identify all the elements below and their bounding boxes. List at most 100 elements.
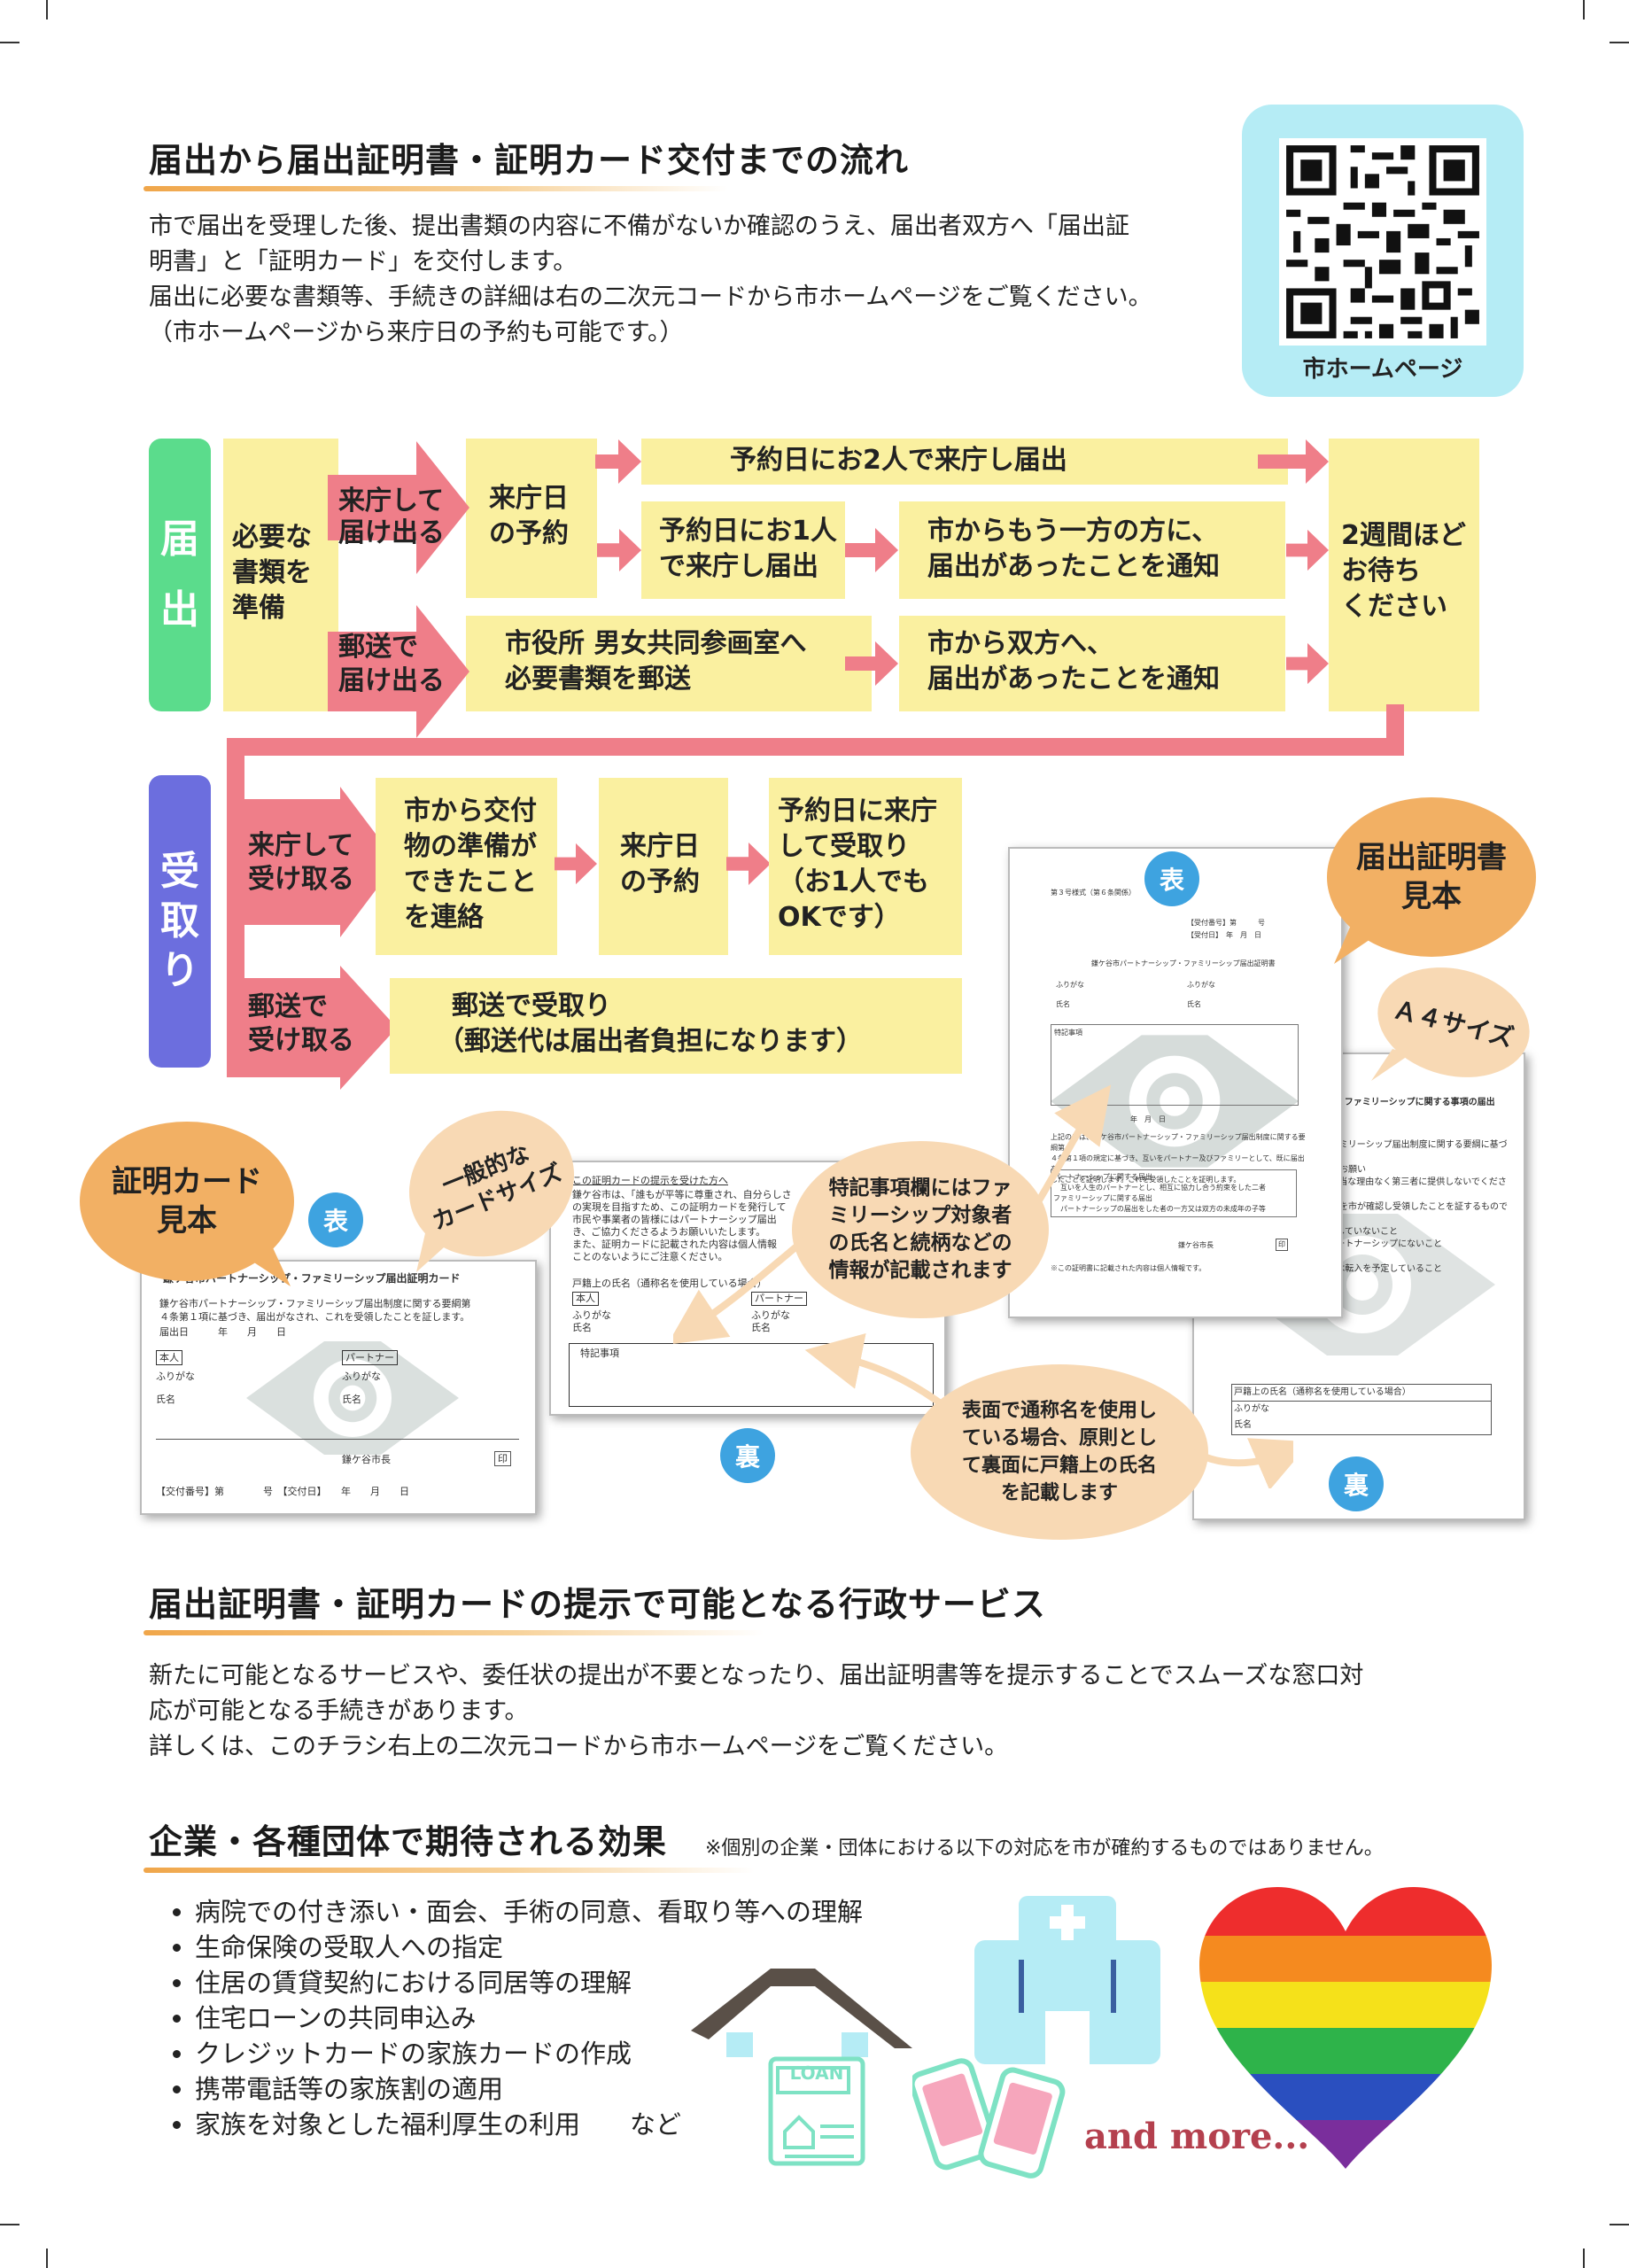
section1-description: 市で届出を受理した後、提出書類の内容に不備がないか確認のうえ、届出者双方へ「届出…: [149, 209, 1230, 351]
flow1-side-label: 届 出: [149, 439, 211, 711]
alias-name-bubble: 表面で通称名を使用し ている場合、原則とし て裏面に戸籍上の氏名 を記載します: [911, 1364, 1208, 1540]
box-line: 受け取る: [248, 864, 354, 895]
doc-text: ファミリーシップに関する届出: [1053, 1194, 1152, 1202]
doc-text: 鎌ケ谷市パートナーシップ・ファミリーシップ届出制度に関する要綱第: [159, 1298, 471, 1309]
doc-box: 特記事項: [569, 1343, 934, 1407]
box-line: 受け取る: [248, 1025, 354, 1056]
hospital-icon: [974, 1896, 1160, 2064]
box-line: 物の準備が: [404, 831, 537, 862]
doc-text: パートナー: [751, 1292, 807, 1306]
box-line: 届出があったことを通知: [927, 664, 1220, 695]
doc-text: の実現を目指すため、この証明カードを発行して: [572, 1201, 787, 1213]
arrow-icon: [1286, 529, 1329, 571]
qr-code-area[interactable]: [1279, 138, 1486, 346]
box-line: お待ち: [1341, 555, 1421, 586]
doc-text: この証明カードの提示を受けた方へ: [572, 1175, 728, 1186]
box-line: 郵送で: [248, 991, 328, 1022]
qr-code-icon: [1279, 138, 1486, 346]
doc-text: 特記事項: [580, 1348, 619, 1359]
box-line: 来庁して: [248, 830, 354, 861]
back-badge: 裏: [1329, 1456, 1384, 1511]
bubble-line: 情報が記載されます: [828, 1259, 1012, 1282]
list-item: 生命保険の受取人への指定: [195, 1930, 921, 1965]
box-line: 必要書類を郵送: [505, 664, 691, 695]
arrow-icon: [1286, 642, 1329, 685]
box-line: 予約日に来庁: [778, 796, 937, 827]
doc-text: 氏名: [342, 1394, 361, 1405]
side-char: 受: [160, 849, 199, 894]
flow1-mail-to-box: 市役所 男女共同参画室へ 必要書類を郵送: [466, 616, 872, 711]
box-line: 郵送で受取り: [452, 990, 611, 1021]
list-item: 住居の賃貸契約における同居等の理解: [195, 1965, 921, 2000]
box-line: 届け出る: [338, 665, 445, 696]
bubble-line: ている場合、原則とし: [961, 1427, 1157, 1449]
rainbow-heart-icon: [1199, 1887, 1492, 2169]
bubble-line: 見本: [1401, 879, 1462, 914]
flow2-mail-label: 郵送で 受け取る: [248, 990, 354, 1058]
loan-label: LOAN: [789, 2062, 844, 2084]
flow1-reserve-box: 来庁日 の予約: [466, 439, 597, 598]
qr-panel[interactable]: 市ホームページ: [1242, 105, 1524, 397]
doc-text: ふりがな: [751, 1309, 790, 1321]
doc-box: パートナーシップに関する届出 互いを人生のパートナーとし、相互に協力し合う約束を…: [1051, 1169, 1297, 1217]
section3-underline: [144, 1868, 755, 1873]
etc-label: など: [630, 2109, 682, 2140]
box-line: で来庁し届出: [659, 551, 818, 582]
section1-line: 届出に必要な書類等、手続きの詳細は右の二次元コードから市ホームページをご覧くださ…: [149, 284, 1152, 311]
doc-text: 鎌ケ谷市は、「誰もが平等に尊重され、自分らしさ: [572, 1189, 792, 1200]
side-char: 出: [160, 587, 199, 633]
front-badge: 表: [308, 1192, 363, 1247]
section3-note: ※個別の企業・団体における以下の対応を市が確約するものではありません。: [705, 1837, 1384, 1860]
box-line: （お1人でも: [778, 866, 929, 897]
doc-text: 鎌ケ谷市長: [342, 1454, 391, 1465]
side-char: り: [160, 948, 199, 993]
flow2-visit-arrow: [227, 787, 397, 937]
doc-text: ふりがな: [1187, 981, 1215, 989]
box-line: して受取り: [778, 831, 911, 862]
doc-text: 氏名: [1187, 1000, 1201, 1008]
doc-box: 特記事項: [1051, 1024, 1299, 1106]
section1-line: （市ホームページから来庁日の予約も可能です。）: [149, 319, 684, 346]
doc-text: 市民や事業者の皆様にはパートナーシップ届出: [572, 1214, 777, 1225]
bubble-line: の氏名と続柄などの: [828, 1231, 1012, 1254]
box-line: できたこと: [404, 866, 537, 897]
arrow-icon: [555, 843, 597, 885]
loan-document-icon: [768, 2056, 865, 2166]
doc-text: 第３号様式（第６条関係）: [1051, 889, 1136, 897]
back-badge: 裏: [720, 1428, 775, 1483]
list-item: 病院での付き添い・面会、手術の同意、看取り等への理解: [195, 1894, 921, 1930]
box-line: OKです）: [778, 902, 901, 933]
doc-text: 氏名: [1234, 1420, 1252, 1430]
doc-text: 年 月 日: [1130, 1115, 1166, 1123]
arrow-icon: [726, 842, 771, 886]
flow2-side-label: 受 取 り: [149, 775, 211, 1068]
doc-text: 【受付日】 年 月 日: [1187, 931, 1261, 939]
watermark-logo: [246, 1327, 459, 1472]
flow1-prepare-box: 必要な 書類を 準備: [223, 439, 338, 711]
card-front-sample: 鎌ケ谷市パートナーシップ・ファミリーシップ届出証明カード 鎌ケ谷市パートナーシッ…: [140, 1260, 537, 1515]
box-line: 市から双方へ、: [927, 628, 1113, 659]
box-line: 届け出る: [338, 517, 445, 548]
doc-text: 印: [494, 1451, 511, 1466]
and-more-label: and more...: [1084, 2116, 1310, 2157]
doc-text: 氏名: [751, 1322, 771, 1333]
side-char: 取: [160, 898, 199, 944]
box-line: 来庁日: [489, 483, 569, 514]
section2-description: 新たに可能となるサービスや、委任状の提出が不要となったり、届出証明書等を提示する…: [149, 1658, 1495, 1765]
bubble-line: を記載します: [1000, 1482, 1118, 1504]
box-line: 郵送で: [338, 632, 418, 663]
doc-text: 戸籍上の氏名（通称名を使用している場合）: [572, 1278, 767, 1289]
special-notes-bubble: 特記事項欄にはファ ミリーシップ対象者 の氏名と続柄などの 情報が記載されます: [792, 1141, 1049, 1318]
doc-text: ふりがな: [342, 1371, 381, 1382]
arrow-icon: [597, 528, 641, 572]
box-line: 予約日にお1人: [659, 516, 837, 547]
doc-text: ふりがな: [572, 1309, 611, 1321]
box-line: を連絡: [404, 902, 484, 933]
flow1-together-box: 予約日にお2人で来庁し届出: [641, 439, 1288, 485]
bubble-tail: [239, 1244, 291, 1286]
flow2-mail-arrow: [227, 966, 397, 1090]
box-line: （郵送代は届出者負担になります）: [438, 1026, 863, 1057]
doc-text: 戸籍上の氏名（通称名を使用している場合）: [1232, 1385, 1491, 1402]
doc-text: 印: [1276, 1239, 1288, 1251]
box-line: の予約: [620, 866, 700, 897]
